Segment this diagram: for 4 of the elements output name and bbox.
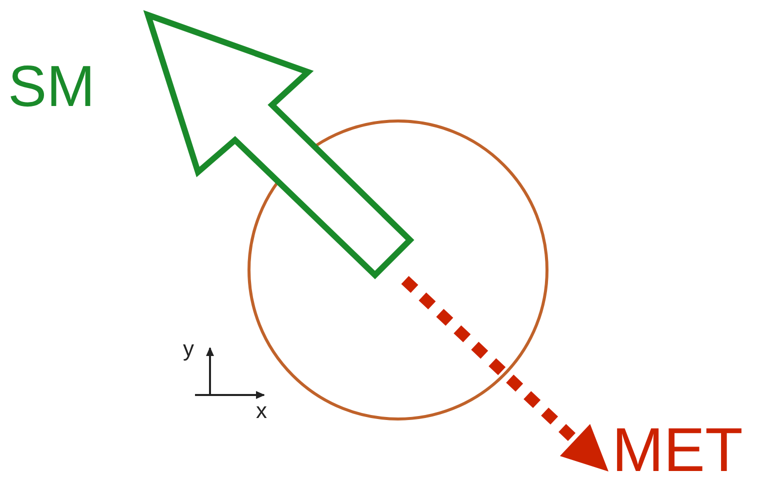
- vector-label: MET: [612, 420, 743, 482]
- vector-label: SM: [8, 58, 95, 116]
- axis-label: y: [183, 338, 194, 360]
- axis-label: x: [256, 400, 267, 422]
